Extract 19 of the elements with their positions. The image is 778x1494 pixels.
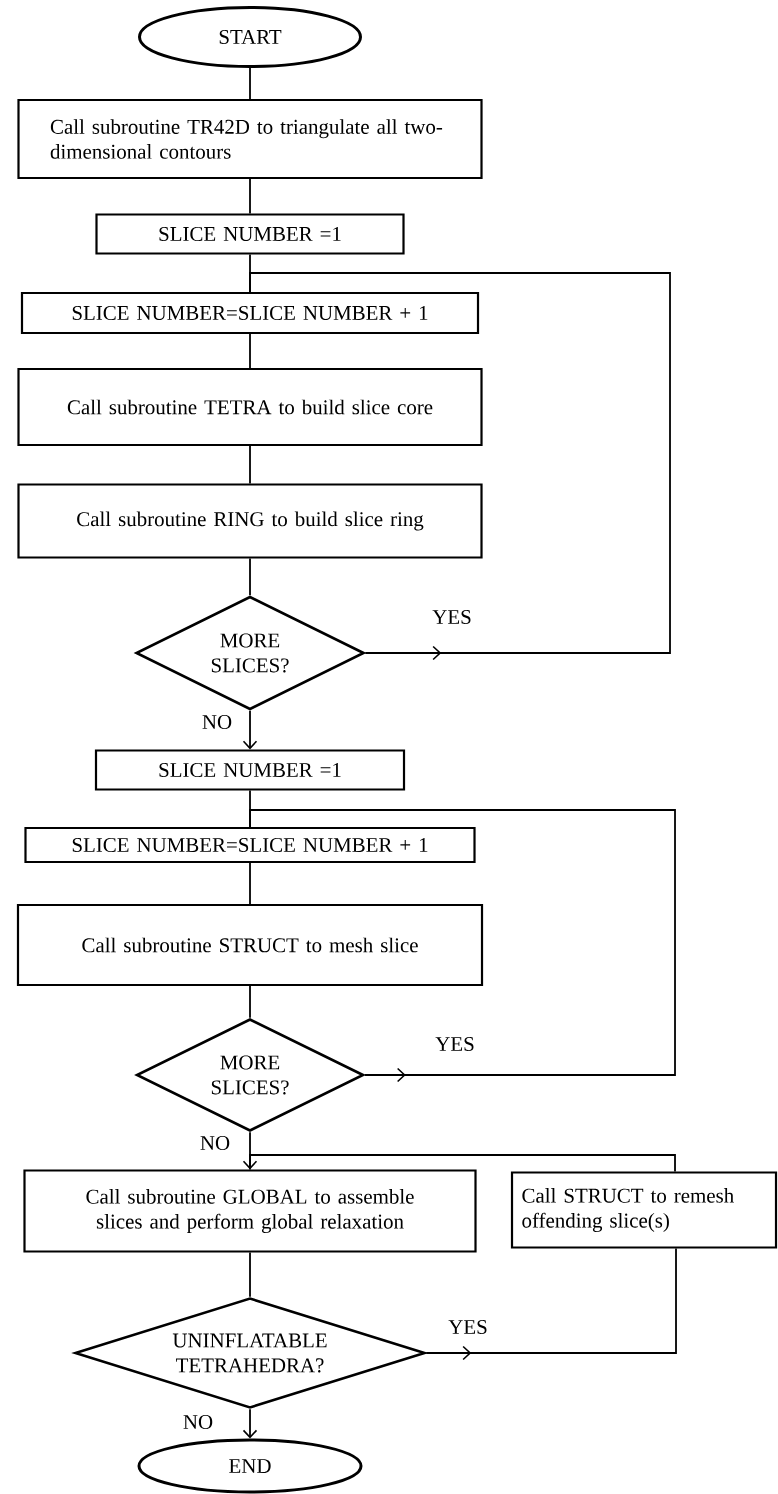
arrow: [242, 1408, 258, 1439]
process-box: Call subroutine TR42D to triangulate all two-dimensional contours: [17, 98, 483, 180]
edge-label: YES: [434, 1036, 476, 1053]
edge-label: NO: [198, 1135, 232, 1152]
process-box: SLICE NUMBER =1: [95, 213, 405, 255]
process-box: Call subroutine GLOBAL to assemble slices and perform global relaxation: [23, 1169, 477, 1253]
edge-label: YES: [431, 609, 473, 626]
process-box: SLICE NUMBER=SLICE NUMBER + 1: [24, 826, 476, 864]
process-box: Call subroutine TETRA to build slice core: [17, 367, 483, 447]
process-box: SLICE NUMBER=SLICE NUMBER + 1: [20, 291, 480, 335]
process-box: Call subroutine RING to build slice ring: [17, 483, 483, 559]
process-box: Call subroutine STRUCT to mesh slice: [16, 903, 484, 987]
edge-label: NO: [181, 1414, 215, 1431]
arrow: [242, 709, 258, 750]
arrow: [242, 1131, 258, 1170]
process-box: SLICE NUMBER =1: [94, 749, 406, 791]
process-box: Call STRUCT to remesh offending slice(s): [510, 1171, 778, 1249]
edge-label: YES: [447, 1319, 489, 1336]
edge-label: NO: [200, 714, 234, 731]
